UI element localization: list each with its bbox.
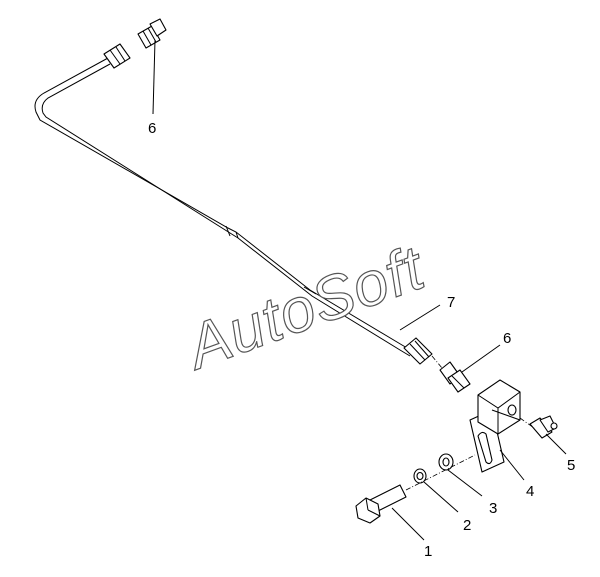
callout-4: 4 <box>526 483 534 500</box>
tube-nut-top <box>103 43 131 69</box>
grease-fitting <box>529 415 558 439</box>
flat-washer <box>438 453 454 471</box>
union-fitting-top <box>137 18 167 49</box>
bracket <box>469 379 521 473</box>
lock-washer <box>413 468 427 484</box>
callout-6-top: 6 <box>148 120 156 137</box>
watermark: AutoSoft <box>175 233 435 384</box>
callout-3: 3 <box>489 500 497 517</box>
assembly-centerlines <box>405 355 535 491</box>
brake-tube <box>34 57 415 357</box>
union-fitting-lower <box>439 361 471 393</box>
tube-nut-lower <box>403 337 433 365</box>
callout-6-lower: 6 <box>503 330 511 347</box>
callout-1: 1 <box>424 543 432 560</box>
callout-5: 5 <box>567 457 575 474</box>
bolt <box>355 484 407 524</box>
callout-2: 2 <box>463 517 471 534</box>
callout-7: 7 <box>447 294 455 311</box>
leader-lines <box>152 39 567 541</box>
